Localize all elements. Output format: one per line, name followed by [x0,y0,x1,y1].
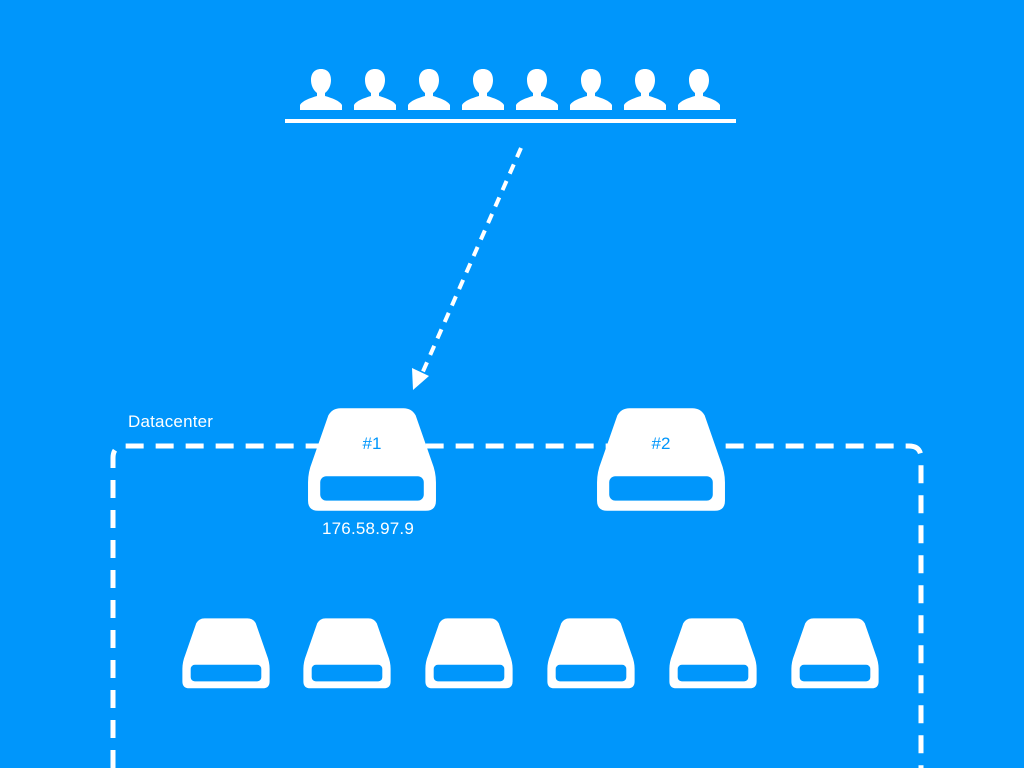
backend-drive-icon [547,618,635,689]
user-icon [354,69,396,110]
user-icon [678,69,720,110]
backend-drive-icon [791,618,879,689]
user-icon [516,69,558,110]
backend-drive-icon [182,618,270,689]
backend-drive-icon [425,618,513,689]
request-arrow-line [419,147,523,377]
user-icon [570,69,612,110]
backend-drive-icon [303,618,391,689]
datacenter-label: Datacenter [128,412,214,431]
server-1-label: #1 [362,434,382,453]
request-arrow-head [412,368,429,390]
user-icon [300,69,342,110]
server-1-drive-icon [308,408,436,511]
datacenter-boundary [110,443,924,768]
user-icon [408,69,450,110]
user-group [300,69,720,110]
server-2-label: #2 [651,434,671,453]
server-1-ip-address: 176.58.97.9 [322,519,415,538]
user-icon [624,69,666,110]
backend-drive-icon [669,618,757,689]
server-2-drive-icon [597,408,725,511]
user-icon [462,69,504,110]
backend-drives [182,618,879,689]
